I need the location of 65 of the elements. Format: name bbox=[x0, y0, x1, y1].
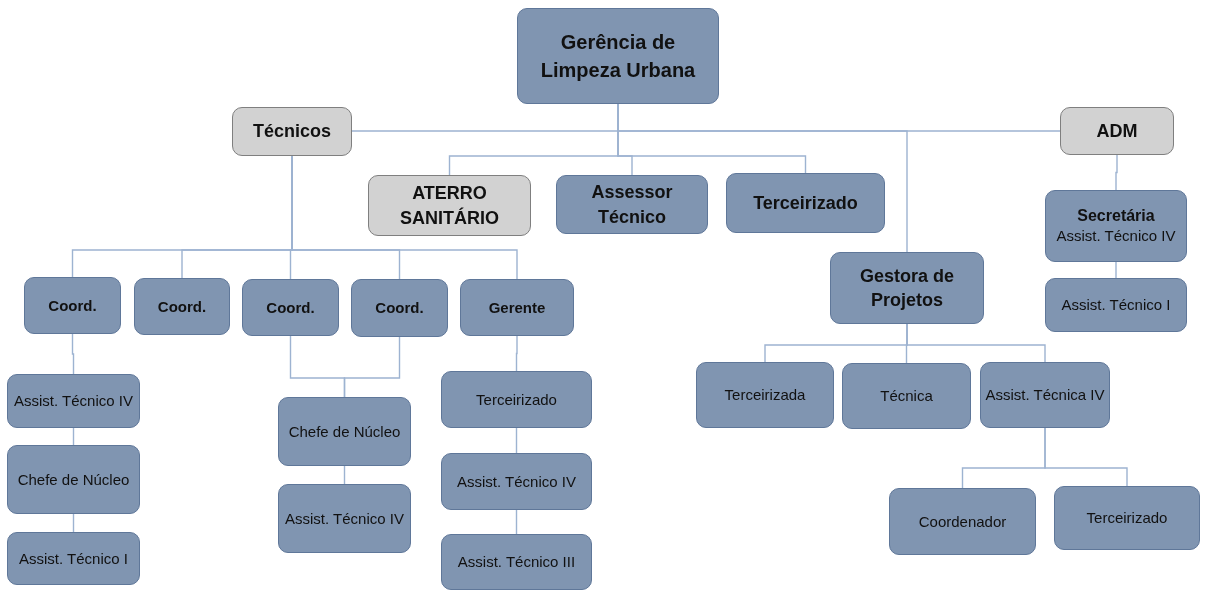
role-label: Coord. bbox=[375, 298, 424, 318]
category-box bbox=[1060, 107, 1174, 155]
role-label: Coord. bbox=[157, 296, 207, 317]
role-label: Assist. Técnico IV bbox=[457, 471, 576, 492]
role-label: Coordenador bbox=[918, 511, 1007, 532]
role-box bbox=[441, 453, 592, 510]
role-label: Assist. Técnico IV bbox=[1056, 225, 1176, 246]
connector-line bbox=[343, 336, 401, 398]
role-label: Gerente bbox=[488, 297, 546, 318]
role-label: Assist. Técnico I bbox=[19, 548, 128, 569]
role-label: Chefe de Núcleo bbox=[17, 469, 130, 490]
role-box bbox=[134, 278, 230, 335]
role-box bbox=[1045, 278, 1187, 332]
role-box bbox=[980, 362, 1110, 428]
role-box bbox=[351, 279, 448, 337]
role-box bbox=[242, 279, 339, 336]
role-label: Assist. Técnico IV bbox=[14, 391, 133, 412]
role-label: Assessor Técnico bbox=[590, 181, 674, 229]
role-box bbox=[830, 252, 984, 324]
role-label: Assist. Técnico I bbox=[1061, 295, 1171, 316]
connector-line bbox=[906, 323, 1046, 363]
role-box bbox=[441, 371, 592, 428]
role-box bbox=[278, 484, 411, 553]
role-box bbox=[7, 374, 140, 428]
connector-line bbox=[1044, 427, 1128, 487]
role-label: Terceirizado bbox=[1086, 508, 1168, 529]
role-label: Gerência de Limpeza Urbana bbox=[539, 30, 697, 83]
role-box bbox=[842, 363, 971, 429]
role-title: Secretária bbox=[1077, 205, 1155, 225]
role-box bbox=[1054, 486, 1200, 550]
role-box bbox=[1045, 190, 1187, 262]
connector-line bbox=[291, 155, 518, 280]
role-box bbox=[24, 277, 121, 334]
role-label: ATERRO SANITÁRIO bbox=[399, 182, 500, 230]
role-label: Terceirizado bbox=[753, 191, 858, 215]
connector-line bbox=[71, 333, 75, 375]
category-box bbox=[368, 175, 531, 236]
role-box bbox=[7, 532, 140, 585]
role-label: Coord. bbox=[266, 297, 315, 318]
role-box bbox=[7, 445, 140, 514]
connector-line bbox=[515, 335, 518, 372]
role-label: Técnica bbox=[880, 386, 933, 407]
role-label: Assist. Técnica IV bbox=[985, 385, 1105, 406]
category-box bbox=[232, 107, 352, 156]
role-box bbox=[696, 362, 834, 428]
role-box bbox=[889, 488, 1036, 555]
role-box bbox=[441, 534, 592, 590]
role-label: ADM bbox=[1096, 119, 1138, 143]
connector-line bbox=[1115, 261, 1117, 279]
role-box bbox=[517, 8, 719, 104]
role-box bbox=[278, 397, 411, 466]
role-box bbox=[556, 175, 708, 234]
role-label: Terceirizado bbox=[476, 389, 557, 410]
role-label: Gestora de Projetos bbox=[858, 264, 955, 312]
role-label: Técnicos bbox=[253, 120, 331, 144]
role-box bbox=[726, 173, 885, 233]
role-label: Assist. Técnico III bbox=[457, 552, 576, 573]
role-label: Coord. bbox=[48, 295, 97, 316]
role-label: Terceirizada bbox=[724, 385, 806, 406]
connector-line bbox=[1115, 154, 1118, 191]
connector-line bbox=[515, 427, 518, 454]
role-label: Assist. Técnico IV bbox=[285, 508, 404, 529]
role-label: Chefe de Núcleo bbox=[288, 421, 401, 442]
connector-line bbox=[515, 509, 518, 535]
role-box bbox=[460, 279, 574, 336]
